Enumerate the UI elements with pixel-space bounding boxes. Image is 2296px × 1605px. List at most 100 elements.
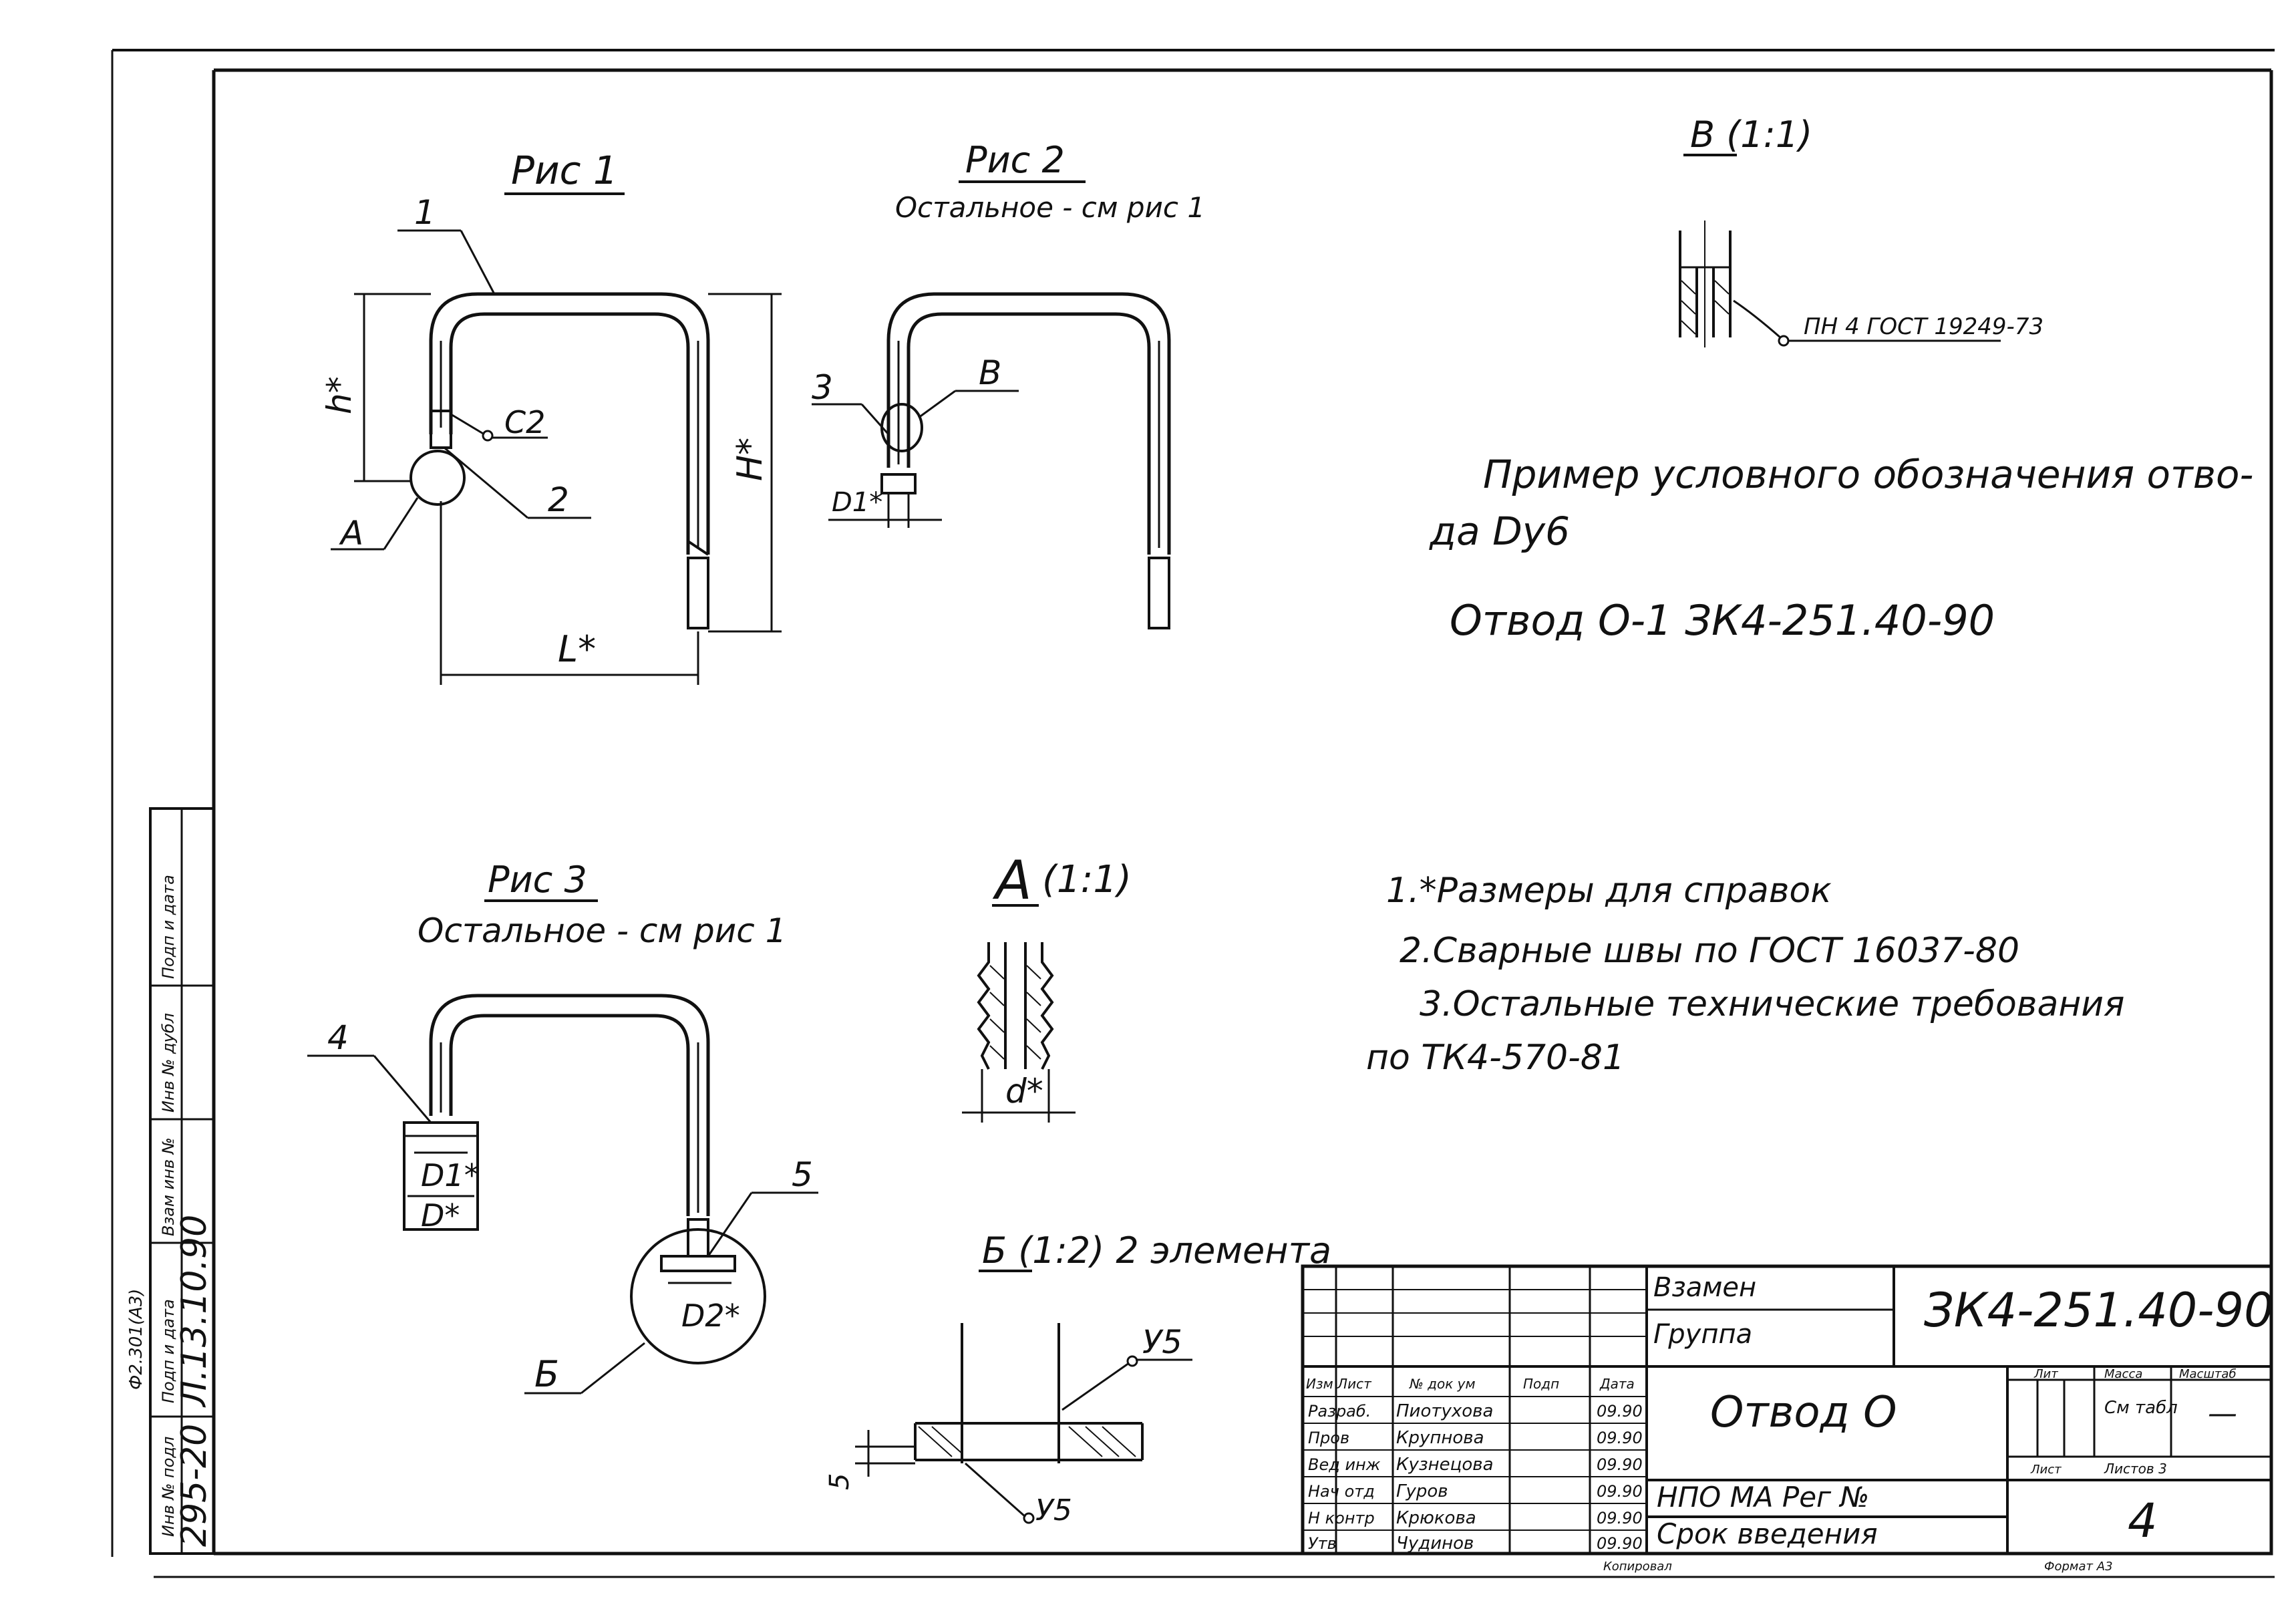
tb-row-6-name: Чудинов xyxy=(1396,1534,1474,1554)
tb-row-5-date: 09.90 xyxy=(1597,1509,1643,1527)
sheet-frame xyxy=(111,49,2275,1578)
left-stamp-strip: Инв № подл Подп и дата Взам инв № Инв № … xyxy=(126,807,215,1555)
fig2-dim-d1: D1* xyxy=(832,487,882,518)
view-v: В (1:1) ПН 4 ГОСТ 19249-73 xyxy=(1679,114,2043,347)
fig2-leader-3: 3 xyxy=(812,368,833,407)
tb-row-3-role: Вед инж xyxy=(1308,1455,1381,1474)
tb-doc-number: ЗК4-251.40-90 xyxy=(1924,1283,2274,1338)
view-b: Б (1:2) 2 элемента У5 У5 5 xyxy=(824,1229,1331,1527)
strip-cell-inv-podl: Инв № подл xyxy=(159,1437,178,1537)
tb-row-3-name: Кузнецова xyxy=(1396,1455,1494,1475)
tb-srok: Срок введения xyxy=(1657,1517,1878,1550)
strip-cell-podp-data: Подп и дата xyxy=(159,1299,178,1403)
tb-row-5-role: Н контр xyxy=(1308,1509,1375,1527)
fig3-view-b-circle xyxy=(630,1228,766,1364)
fig2-subtitle: Остальное - см рис 1 xyxy=(895,191,1205,224)
tb-name: Отвод О xyxy=(1710,1388,1897,1437)
technical-notes: 1.*Размеры для справок 2.Сварные швы по … xyxy=(1366,871,2124,1078)
tb-row-2-name: Крупнова xyxy=(1396,1428,1484,1448)
tb-row-1-name: Пиотухова xyxy=(1396,1401,1493,1421)
fig1-view-a-circle xyxy=(409,450,466,506)
designation-example: Пример условного обозначения отво- да Dу… xyxy=(1429,452,2253,645)
designation-line-2: да Dу6 xyxy=(1429,508,1570,554)
figure-1: Рис 1 h* H* L* 1 С2 xyxy=(320,148,782,685)
tb-sheets-label: Листов 3 xyxy=(2104,1461,2167,1477)
tb-row-6-date: 09.90 xyxy=(1597,1534,1643,1553)
tb-kopiroval: Копировал xyxy=(1603,1560,1672,1574)
fig1-dim-L: L* xyxy=(558,628,596,670)
view-a-dim-d: d* xyxy=(1005,1072,1043,1111)
tb-row-2-date: 09.90 xyxy=(1597,1429,1643,1447)
fig3-pipe xyxy=(429,994,710,1216)
strip-inv-number: 295-20 xyxy=(174,1424,214,1547)
fig3-dim-d2: D2* xyxy=(681,1298,740,1334)
tb-row-4-date: 09.90 xyxy=(1597,1482,1643,1501)
view-v-title: В (1:1) xyxy=(1690,114,1812,156)
designation-line-1: Пример условного обозначения отво- xyxy=(1483,452,2253,497)
tb-row-4-role: Нач отд xyxy=(1308,1482,1375,1501)
fig3-dim-d: D* xyxy=(421,1197,460,1233)
strip-cell-vzam-inv: Взам инв № xyxy=(159,1137,178,1236)
fig1-pipe xyxy=(429,292,710,555)
view-b-dim-5: 5 xyxy=(824,1473,855,1490)
tb-header-podp: Подп xyxy=(1523,1376,1559,1392)
tb-scale-label: Масштаб xyxy=(2179,1367,2237,1381)
fig2-pipe xyxy=(886,292,1171,555)
fig1-view-a-label: А xyxy=(339,514,363,553)
tb-header-doc: № док ум xyxy=(1409,1376,1476,1392)
tb-row-4-name: Гуров xyxy=(1396,1481,1448,1501)
view-b-weld-top: У5 xyxy=(1142,1324,1182,1361)
tb-row-1-date: 09.90 xyxy=(1597,1402,1643,1421)
tb-header-izm: Изм Лист xyxy=(1306,1376,1372,1392)
tb-sheet-label: Лист xyxy=(2030,1463,2062,1477)
designation-line-3: Отвод О-1 ЗК4-251.40-90 xyxy=(1450,596,1995,645)
title-block: Взамен Группа ЗК4-251.40-90 Отвод О НПО … xyxy=(1301,1264,2274,1574)
fig1-dim-h: h* xyxy=(320,376,359,414)
figure-2: Рис 2 Остальное - см рис 1 В 3 D1* xyxy=(812,139,1205,629)
tb-mass-value: См табл xyxy=(2104,1398,2178,1418)
fig3-flange-left xyxy=(403,1121,479,1231)
fig3-dim-d1: D1* xyxy=(421,1157,480,1193)
strip-date: Л.13.10.90 xyxy=(174,1215,214,1408)
view-a-scale: (1:1) xyxy=(1042,858,1132,901)
fig3-leader-5: 5 xyxy=(792,1155,813,1194)
fig3-subtitle: Остальное - см рис 1 xyxy=(418,911,786,950)
tb-mass-label: Масса xyxy=(2104,1367,2142,1381)
tb-header-date: Дата xyxy=(1599,1376,1635,1392)
fig1-dim-H: H* xyxy=(730,438,770,481)
view-b-weld-bottom: У5 xyxy=(1035,1493,1072,1527)
figure-3: Рис 3 Остальное - см рис 1 D1* D* D2* 4 … xyxy=(307,859,818,1395)
fig1-leader-2: 2 xyxy=(548,480,569,519)
fig3-title: Рис 3 xyxy=(488,859,587,901)
tb-vzamen: Взамен xyxy=(1653,1272,1756,1303)
view-b-title: Б (1:2) 2 элемента xyxy=(982,1229,1331,1272)
strip-cell-inv-dubl: Инв № дубл xyxy=(159,1013,178,1113)
tb-gruppa: Группа xyxy=(1653,1319,1752,1350)
fig1-leader-1: 1 xyxy=(414,193,436,232)
fig1-weld-c2: С2 xyxy=(504,404,545,440)
tb-org: НПО МА Рег № xyxy=(1657,1481,1869,1513)
view-a-title: А xyxy=(992,849,1032,911)
tb-format: Формат А3 xyxy=(2044,1560,2113,1574)
tb-lit-label: Лит xyxy=(2033,1367,2058,1381)
note-2: 2.Сварные швы по ГОСТ 16037-80 xyxy=(1400,931,2019,971)
strip-format-code: Ф2.301(А3) xyxy=(126,1289,146,1390)
fig2-title: Рис 2 xyxy=(965,139,1065,181)
tb-row-6-role: Утв xyxy=(1308,1534,1337,1553)
tb-row-3-date: 09.90 xyxy=(1597,1455,1643,1474)
strip-cell-podp-data-2: Подп и дата xyxy=(159,875,178,979)
fig2-view-b-label: В xyxy=(979,353,1001,392)
note-1: 1.*Размеры для справок xyxy=(1386,871,1832,911)
fig3-leader-4: 4 xyxy=(327,1018,349,1057)
tb-sheet-no: 4 xyxy=(2128,1493,2158,1548)
tb-scale-value: — xyxy=(2208,1397,2237,1431)
view-v-weld-note: ПН 4 ГОСТ 19249-73 xyxy=(1804,313,2043,340)
tb-row-5-name: Крюкова xyxy=(1396,1508,1476,1528)
note-3a: 3.Остальные технические требования xyxy=(1420,984,2124,1024)
note-3b: по ТК4-570-81 xyxy=(1366,1038,1625,1078)
fig1-title: Рис 1 xyxy=(511,148,618,193)
view-a: А (1:1) d* xyxy=(962,849,1132,1123)
tb-row-2-role: Пров xyxy=(1308,1429,1349,1447)
tb-row-1-role: Разраб. xyxy=(1308,1402,1371,1421)
